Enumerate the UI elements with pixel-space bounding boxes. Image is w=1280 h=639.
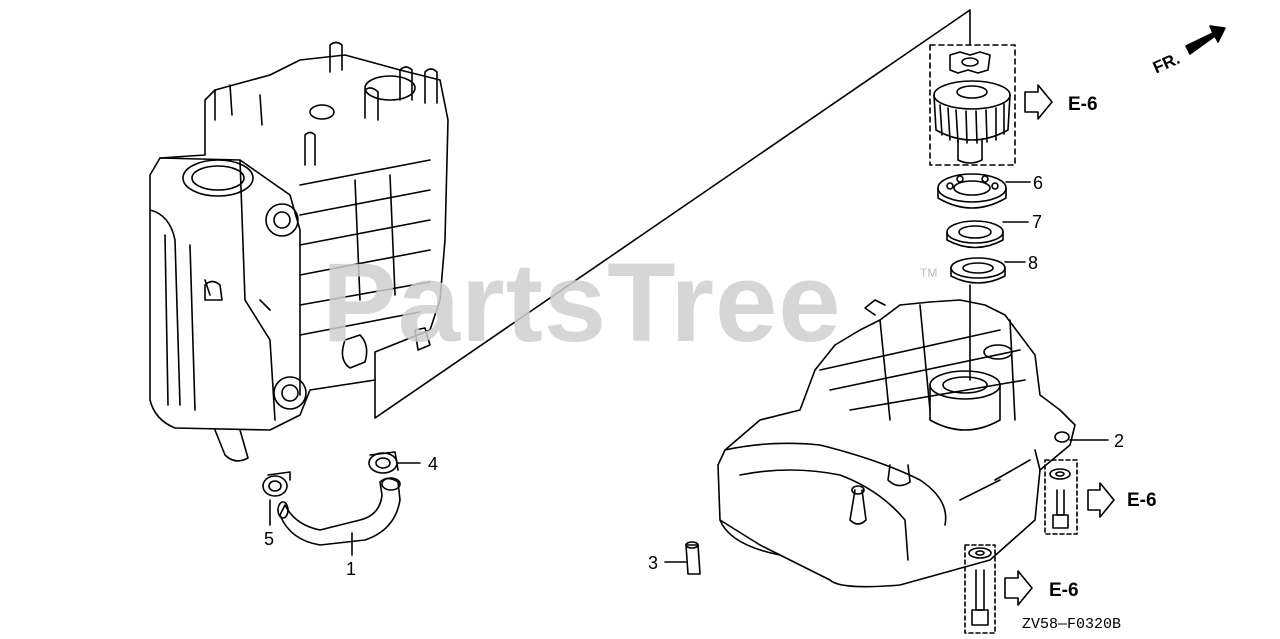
- hose-part: [277, 477, 401, 546]
- housing-part-2: [717, 299, 1076, 588]
- seal-part-8: [950, 257, 1006, 284]
- clip-part-5: [262, 471, 291, 497]
- bearing-part-6: [937, 173, 1007, 209]
- dowel-part-3: [685, 541, 701, 575]
- callout-8: 8: [1028, 253, 1039, 273]
- gear-group-box: [929, 44, 1016, 166]
- callout-2: 2: [1114, 431, 1125, 451]
- ref-arrow-bolt-lower: [1004, 570, 1033, 606]
- bolt-upper-box: [1044, 459, 1078, 535]
- watermark: PartsTree: [322, 240, 842, 365]
- bolt-upper: [1049, 468, 1071, 529]
- drawing-code: ZV58—F0320B: [1022, 616, 1122, 633]
- callout-5: 5: [264, 529, 275, 549]
- reference-gear: E-6: [1068, 94, 1098, 115]
- engine-block: [149, 41, 449, 462]
- callout-3: 3: [648, 553, 659, 573]
- bolt-lower: [968, 547, 992, 626]
- ref-arrow-gear: [1024, 84, 1053, 120]
- callout-4: 4: [428, 454, 439, 474]
- reference-bolt-upper: E-6: [1127, 490, 1157, 511]
- watermark-tm: TM: [920, 266, 938, 280]
- callout-1: 1: [346, 559, 357, 579]
- callout-7: 7: [1032, 212, 1043, 232]
- gear-assembly: [933, 51, 1011, 164]
- seal-part-7: [946, 220, 1004, 249]
- callout-6: 6: [1033, 173, 1044, 193]
- clip-part-4: [368, 451, 399, 474]
- ref-arrow-bolt-upper: [1087, 482, 1115, 518]
- bolt-lower-box: [964, 544, 996, 634]
- assembly-leader-line: [374, 9, 971, 419]
- front-direction-arrow: [1185, 25, 1226, 55]
- reference-bolt-lower: E-6: [1049, 580, 1079, 601]
